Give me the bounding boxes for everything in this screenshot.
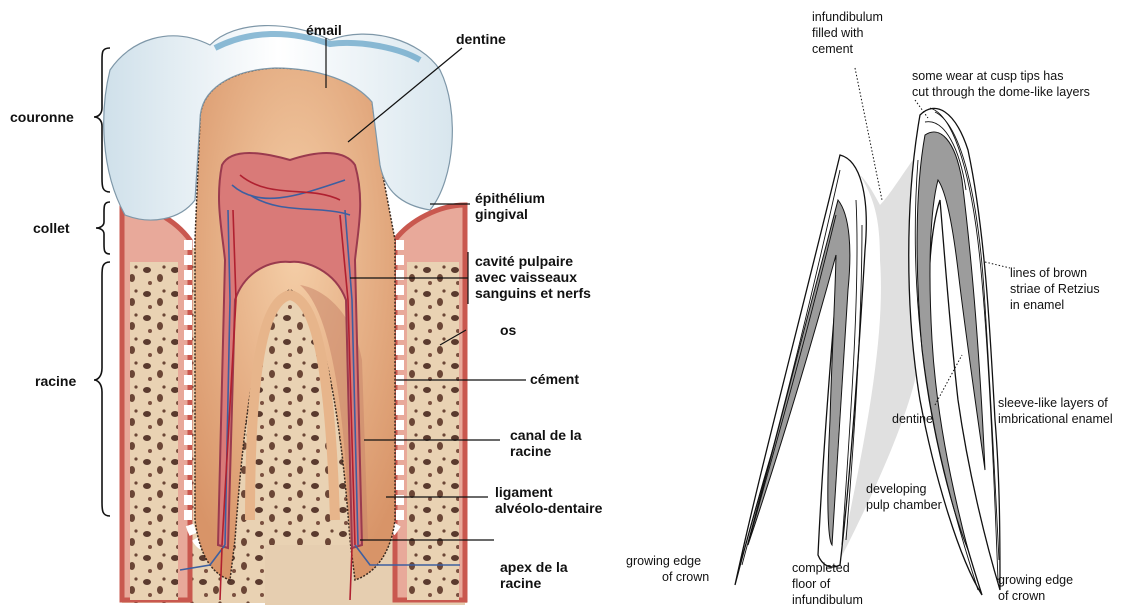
label-lines-1: lines of brown bbox=[1010, 266, 1087, 280]
label-racine: racine bbox=[35, 373, 76, 389]
left-cusp-dentine bbox=[748, 200, 850, 545]
bracket-collet bbox=[96, 202, 110, 254]
label-lines-2: striae of Retzius bbox=[1010, 282, 1100, 296]
leader-striae bbox=[985, 262, 1010, 268]
label-grow-left-2: of crown bbox=[662, 570, 709, 584]
label-couronne: couronne bbox=[10, 109, 74, 125]
label-collet: collet bbox=[33, 220, 70, 236]
label-os: os bbox=[500, 322, 517, 338]
label-email: émail bbox=[306, 22, 342, 38]
label-floor-2: floor of bbox=[792, 577, 831, 591]
label-infund-2: filled with bbox=[812, 26, 863, 40]
label-canal-2: racine bbox=[510, 443, 551, 459]
label-pulp-2: pulp chamber bbox=[866, 498, 942, 512]
label-epithelium-2: gingival bbox=[475, 206, 528, 222]
label-lines-3: in enamel bbox=[1010, 298, 1064, 312]
label-sleeve-1: sleeve-like layers of bbox=[998, 396, 1108, 410]
tooth-illustration bbox=[104, 26, 467, 605]
label-canal-1: canal de la bbox=[510, 427, 582, 443]
label-floor-3: infundibulum bbox=[792, 593, 863, 607]
enamel-schematic bbox=[735, 68, 1010, 595]
label-grow-right-2: of crown bbox=[998, 589, 1045, 603]
label-grow-right-1: growing edge bbox=[998, 573, 1073, 587]
label-sleeve-2: imbricational enamel bbox=[998, 412, 1113, 426]
bone-inner-left bbox=[130, 262, 178, 600]
label-cavite-3: sanguins et nerfs bbox=[475, 285, 591, 301]
bracket-racine bbox=[94, 262, 110, 516]
bone-inner-right bbox=[407, 262, 459, 600]
label-infund-3: cement bbox=[812, 42, 854, 56]
label-dentine-left: dentine bbox=[456, 31, 506, 47]
label-ligament-1: ligament bbox=[495, 484, 553, 500]
label-cavite-2: avec vaisseaux bbox=[475, 269, 577, 285]
label-pulp-1: developing bbox=[866, 482, 927, 496]
label-wear-1: some wear at cusp tips has bbox=[912, 69, 1063, 83]
label-epithelium-1: épithélium bbox=[475, 190, 545, 206]
label-apex-1: apex de la bbox=[500, 559, 568, 575]
label-floor-1: completed bbox=[792, 561, 850, 575]
label-cement: cément bbox=[530, 371, 579, 387]
label-dentine-right: dentine bbox=[892, 412, 933, 426]
label-ligament-2: alvéolo-dentaire bbox=[495, 500, 603, 516]
label-wear-2: cut through the dome-like layers bbox=[912, 85, 1090, 99]
label-apex-2: racine bbox=[500, 575, 541, 591]
label-infund-1: infundibulum bbox=[812, 10, 883, 24]
label-grow-left-1: growing edge bbox=[626, 554, 701, 568]
label-cavite-1: cavité pulpaire bbox=[475, 253, 573, 269]
